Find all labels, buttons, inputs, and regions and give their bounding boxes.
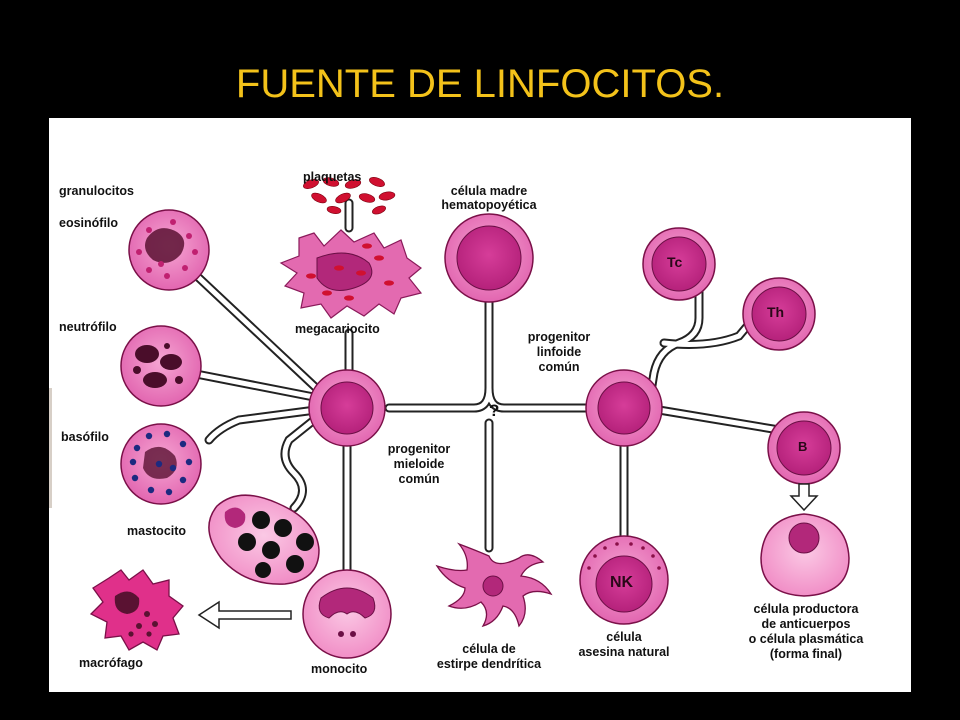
label-dendritic-line2: estirpe dendrítica	[436, 657, 542, 671]
nk-cell-icon	[579, 535, 669, 625]
label-myeloid-line2: mieloide	[393, 457, 445, 471]
connectors	[186, 198, 784, 585]
label-plasma-line3: o célula plasmática	[748, 632, 864, 646]
label-mast-cell: mastocito	[127, 524, 187, 538]
hematopoiesis-diagram: granulocitos eosinófilo neutrófilo basóf…	[49, 118, 911, 692]
label-eosinophil: eosinófilo	[59, 216, 119, 230]
mast-cell-icon	[208, 494, 320, 585]
label-stem-cell-line2: hematopoyética	[441, 198, 537, 212]
label-neutrophil: neutrófilo	[59, 320, 117, 334]
label-lymphoid-line3: común	[538, 360, 580, 374]
dendritic-cell-icon	[435, 542, 553, 628]
label-monocyte: monocito	[311, 662, 368, 676]
plasma-cell-icon	[760, 513, 850, 597]
platelets-icon	[303, 177, 396, 215]
mark-tc: Tc	[667, 254, 683, 270]
slide-title: FUENTE DE LINFOCITOS.	[235, 62, 725, 106]
label-megakaryocyte: megacariocito	[295, 322, 380, 336]
label-plasma-line4: (forma final)	[769, 647, 843, 661]
label-nk-line2: asesina natural	[578, 645, 670, 659]
lymphoid-progenitor-icon	[585, 369, 663, 447]
label-basophil: basófilo	[61, 430, 109, 444]
edge-artifact	[49, 388, 52, 508]
label-myeloid-line3: común	[398, 472, 440, 486]
eosinophil-icon	[128, 209, 210, 291]
label-myeloid-line1: progenitor	[387, 442, 451, 456]
label-question-mark: ?	[489, 401, 500, 420]
myeloid-progenitor-icon	[308, 369, 386, 447]
th-cell-icon	[742, 277, 816, 351]
label-macrophage: macrófago	[79, 656, 143, 670]
mark-b: B	[798, 439, 808, 454]
label-lymphoid-line2: linfoide	[536, 345, 582, 359]
label-nk-line1: célula	[606, 630, 642, 644]
monocyte-icon	[302, 569, 392, 659]
stem-cell-icon	[444, 213, 534, 303]
b-cell-icon	[767, 411, 841, 485]
label-stem-cell-line1: célula madre	[450, 184, 528, 198]
megakaryocyte-icon	[279, 229, 423, 319]
label-granulocytes: granulocitos	[59, 184, 135, 198]
label-platelets: plaquetas	[303, 170, 362, 184]
tc-cell-icon	[642, 227, 716, 301]
arrow-left-icon	[197, 600, 292, 630]
mark-nk: NK	[610, 574, 634, 591]
label-dendritic-line1: célula de	[462, 642, 516, 656]
label-plasma-line2: de anticuerpos	[761, 617, 851, 631]
mark-th: Th	[767, 304, 785, 320]
basophil-icon	[120, 423, 202, 505]
label-lymphoid-line1: progenitor	[527, 330, 591, 344]
arrow-down-icon	[789, 483, 819, 512]
macrophage-icon	[89, 569, 184, 651]
neutrophil-icon	[120, 325, 202, 407]
label-plasma-line1: célula productora	[753, 602, 859, 616]
